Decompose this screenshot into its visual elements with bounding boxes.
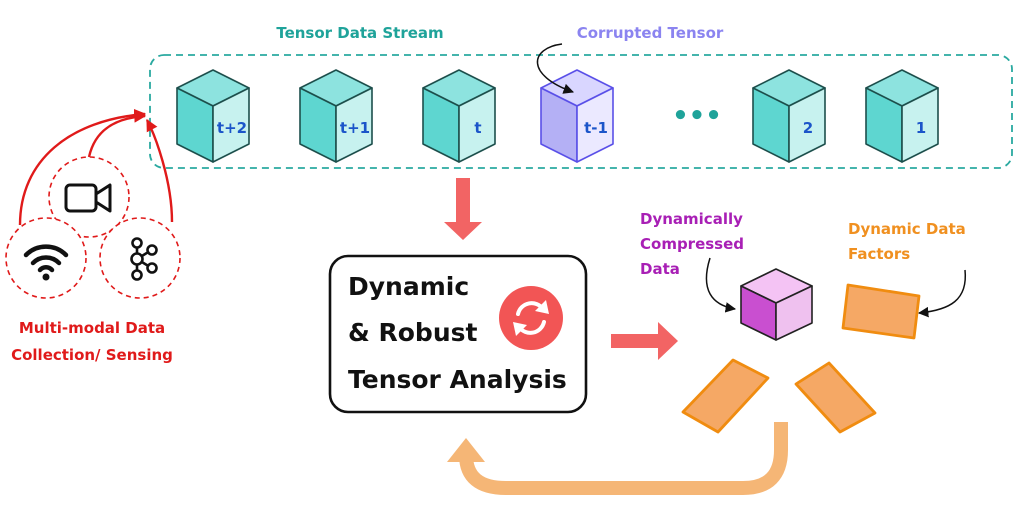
- factors-pointer-arrow: [917, 269, 967, 318]
- sensing-label-line1: Multi-modal Data: [19, 319, 165, 337]
- compressed-label-line1: Dynamically: [640, 210, 743, 228]
- tensor-cube-t: t: [422, 69, 496, 163]
- factor-shape-top: [841, 283, 921, 340]
- feedback-arrow-head: [447, 438, 485, 462]
- compressed-data-cube: [740, 268, 813, 341]
- camera-circle: [48, 156, 130, 238]
- corrupted-pointer-arrow: [536, 43, 574, 94]
- factor-shape-right: [794, 361, 877, 434]
- refresh-icon: [499, 286, 563, 350]
- down-arrow: [444, 178, 482, 240]
- compressed-pointer-arrow: [705, 257, 737, 313]
- cube-label: t-1: [584, 119, 608, 137]
- feedback-arrow-path: [459, 422, 788, 495]
- cube-label: t+1: [340, 119, 370, 137]
- video-camera-icon: [64, 183, 112, 213]
- tensor-cube-2: 2: [752, 69, 826, 163]
- tensor-cube-t-plus-1: t+1: [299, 69, 373, 163]
- factor-shape-left: [681, 358, 770, 434]
- factors-label-line2: Factors: [848, 245, 910, 263]
- analysis-line1: Dynamic: [348, 272, 469, 301]
- stream-label: Tensor Data Stream: [276, 24, 443, 42]
- tensor-cube-t-plus-2: t+2: [176, 69, 250, 163]
- factors-label-line1: Dynamic Data: [848, 220, 966, 238]
- compressed-label-line3: Data: [640, 260, 680, 278]
- kafka-icon: [130, 237, 158, 281]
- sensing-arrows: [18, 108, 174, 226]
- compressed-label-line2: Compressed: [640, 235, 744, 253]
- stream-container: [149, 54, 1013, 169]
- cube-label: 1: [916, 119, 926, 137]
- ellipsis: •••: [672, 101, 722, 131]
- corrupted-tensor-cube: t-1: [540, 69, 614, 163]
- corrupted-label: Corrupted Tensor: [577, 24, 724, 42]
- cube-label: t+2: [217, 119, 247, 137]
- cube-label: t: [474, 119, 481, 137]
- wifi-icon: [23, 244, 69, 281]
- analysis-line3: Tensor Analysis: [348, 365, 567, 394]
- analysis-line2: & Robust: [348, 318, 478, 347]
- tensor-cube-1: 1: [865, 69, 939, 163]
- right-arrow: [611, 322, 678, 360]
- sensing-label-line2: Collection/ Sensing: [11, 346, 173, 364]
- cube-label: 2: [803, 119, 813, 137]
